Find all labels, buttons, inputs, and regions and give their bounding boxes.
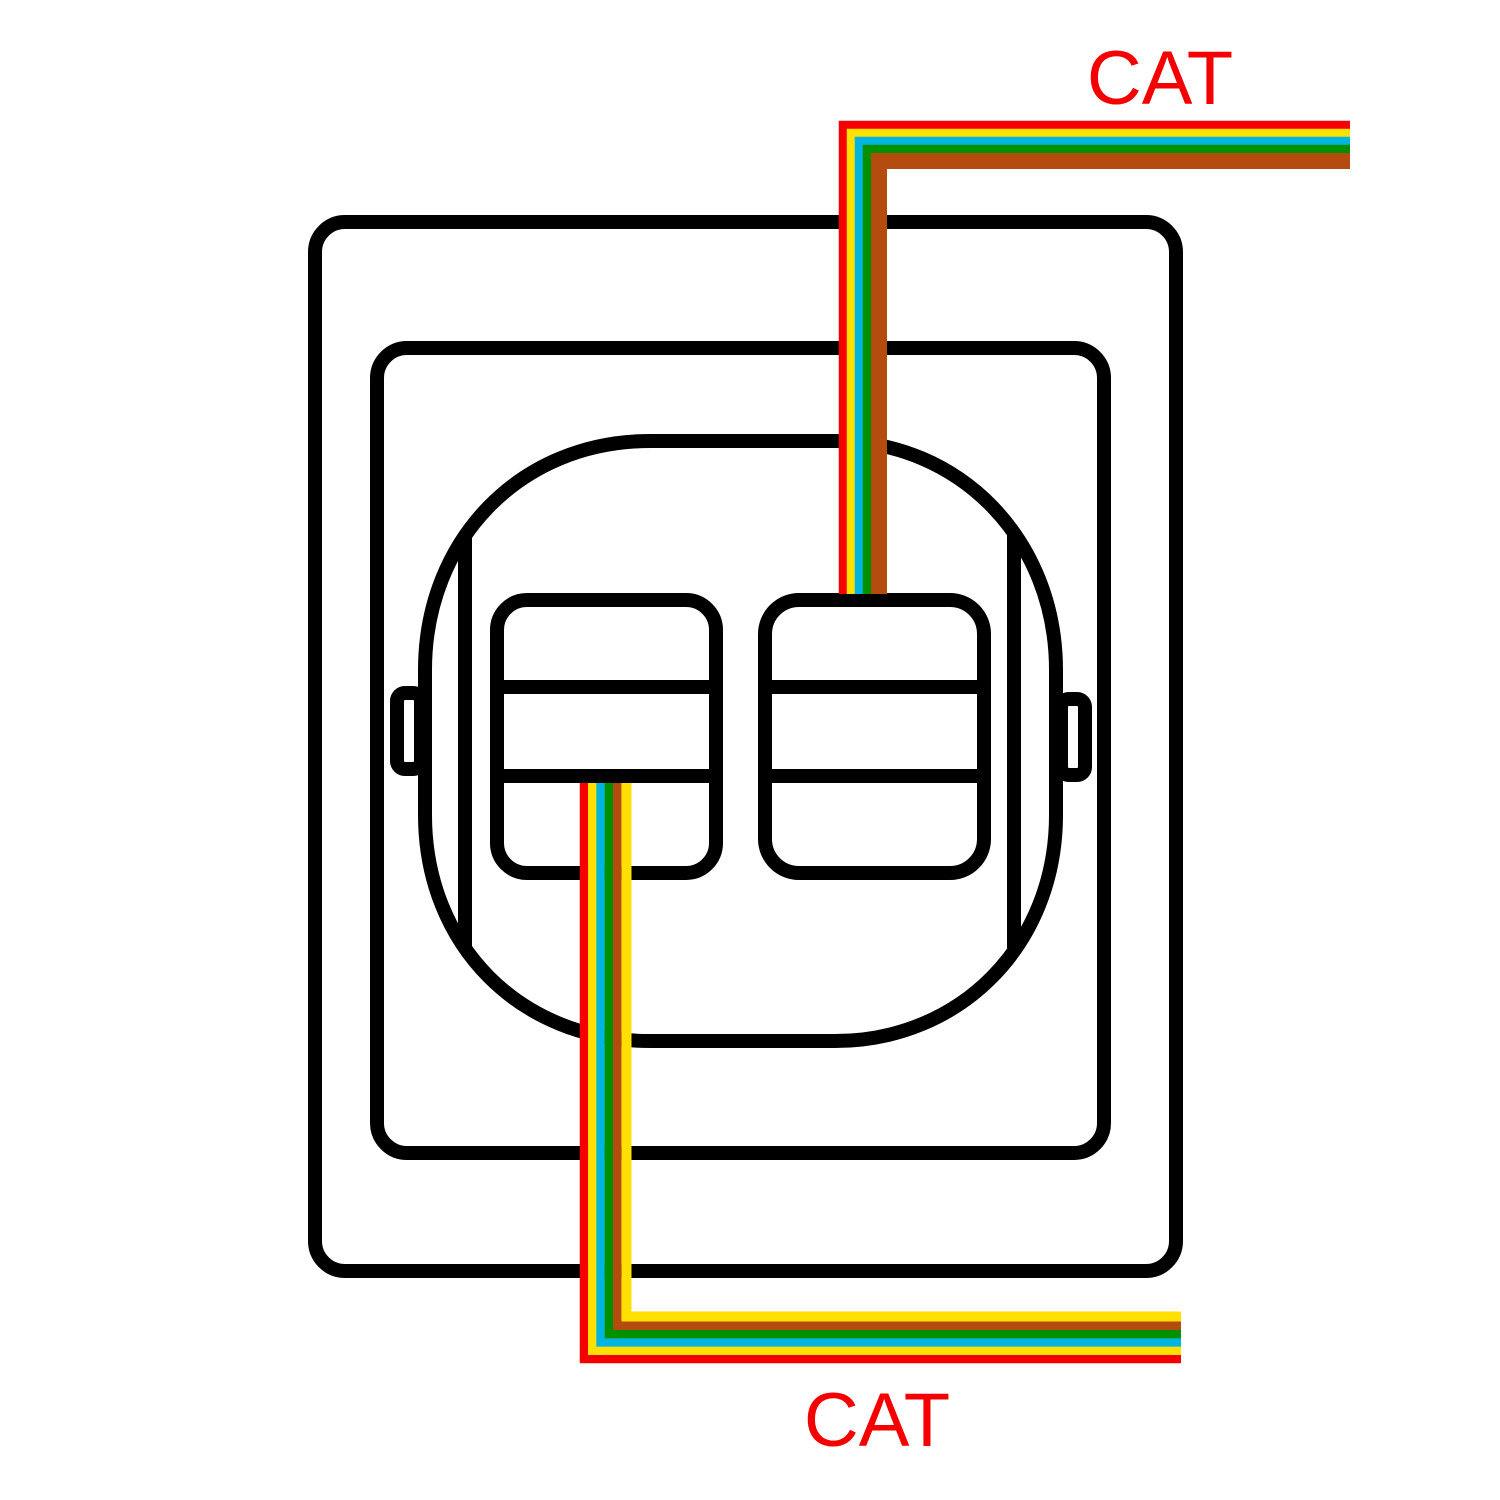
top-cable-label: CAT xyxy=(1087,36,1233,121)
cable-wire xyxy=(846,128,1350,594)
cable-wire xyxy=(871,153,1350,594)
outer-faceplate xyxy=(308,215,1183,1278)
cable-wire xyxy=(604,783,1181,1339)
right-side-tab xyxy=(1054,692,1092,782)
bottom-cat-cable xyxy=(579,783,1181,1364)
top-cat-cable xyxy=(838,120,1350,594)
cable-wire xyxy=(588,783,1181,1355)
bottom-cable-label: CAT xyxy=(804,1378,950,1463)
cable-wire xyxy=(612,783,1181,1331)
right-port xyxy=(758,593,991,880)
cable-wire xyxy=(579,783,1181,1364)
left-side-tab xyxy=(390,686,428,776)
cable-wire xyxy=(862,144,1350,594)
wall-outlet xyxy=(308,215,1183,1278)
cable-wire xyxy=(838,120,1350,594)
cable-wire xyxy=(621,783,1181,1322)
cable-wire xyxy=(854,136,1350,594)
cable-wire xyxy=(596,783,1181,1347)
inner-frame xyxy=(370,341,1111,1160)
socket-insert xyxy=(418,434,1063,1048)
